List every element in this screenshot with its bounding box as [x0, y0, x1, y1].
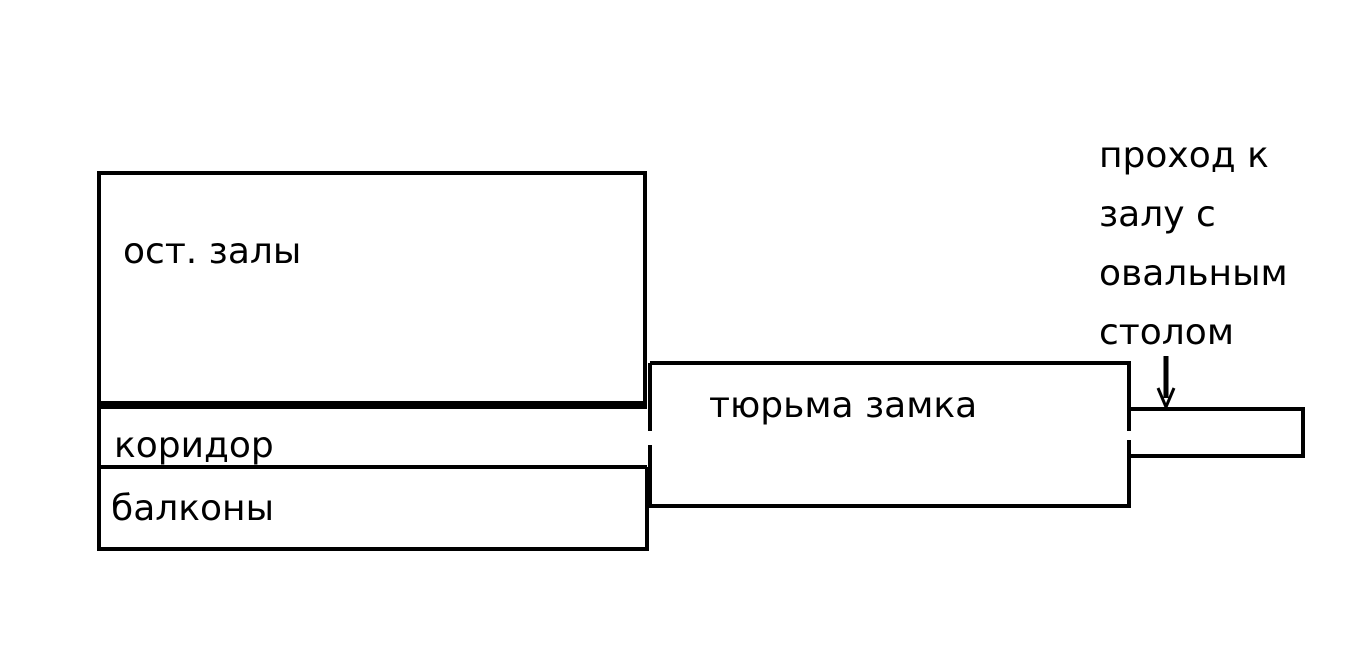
balconies-box	[97, 467, 649, 551]
prison-label: тюрьма замка	[709, 385, 978, 426]
corridor-label: коридор	[114, 425, 274, 466]
halls-box	[97, 171, 647, 405]
passage-arrow	[1156, 356, 1176, 411]
passage-label-line-4: столом	[1099, 312, 1234, 353]
prison-box	[648, 361, 1131, 508]
passage-label-line-3: овальным	[1099, 253, 1288, 294]
halls-label: ост. залы	[123, 231, 302, 272]
balconies-label: балконы	[111, 488, 275, 529]
passage-box	[1131, 407, 1305, 458]
corridor-box	[97, 403, 647, 469]
passage-label-line-1: проход к	[1099, 135, 1269, 176]
passage-label-line-2: залу с	[1099, 194, 1216, 235]
